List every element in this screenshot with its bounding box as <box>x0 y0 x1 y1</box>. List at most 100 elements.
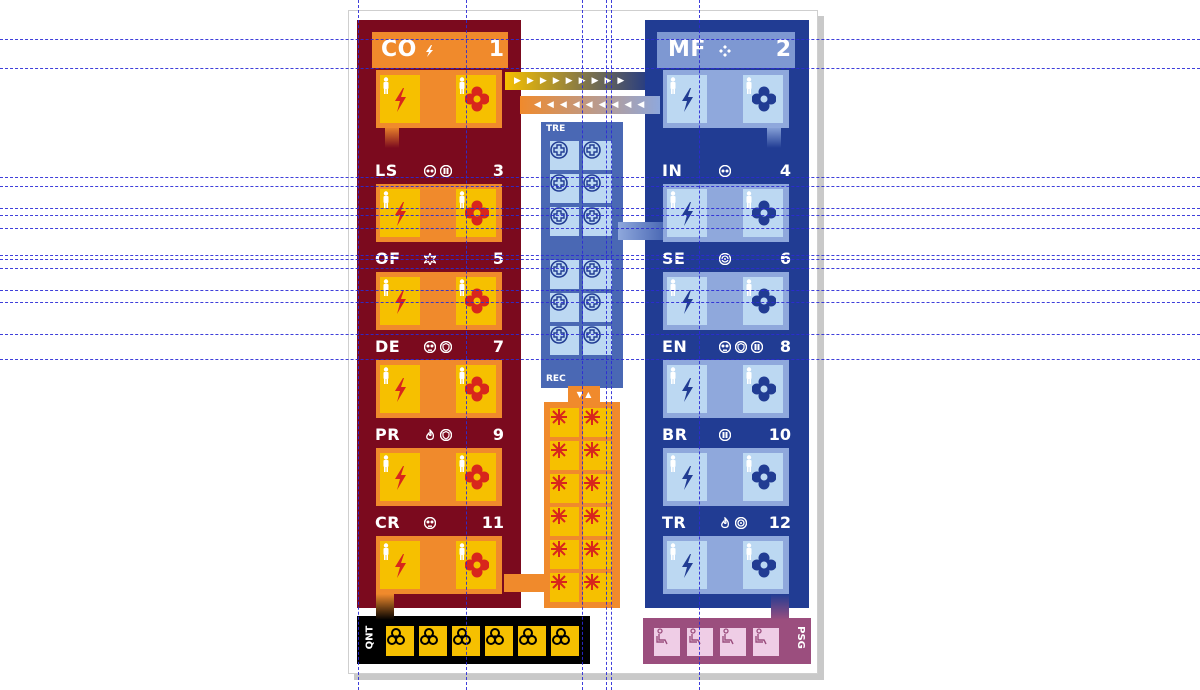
room-tr-body[interactable] <box>663 536 789 594</box>
room-of-number: 5 <box>492 249 504 268</box>
quarantine-label: QNT <box>364 625 376 650</box>
quarantine-slot[interactable] <box>518 626 546 656</box>
passenger-slot[interactable] <box>687 628 713 656</box>
shield-icon <box>440 341 452 353</box>
guide-line <box>0 259 1200 260</box>
passenger-slot[interactable] <box>720 628 746 656</box>
room-pr-power-slot[interactable] <box>380 453 420 501</box>
treatment-slot[interactable] <box>550 326 579 355</box>
treatment-slot[interactable] <box>583 141 612 170</box>
guide-line <box>0 208 1200 209</box>
room-tr-power-slot[interactable] <box>667 541 707 589</box>
treatment-slot[interactable] <box>583 326 612 355</box>
room-in-body[interactable] <box>663 184 789 242</box>
room-de-power-slot[interactable] <box>380 365 420 413</box>
quarantine-slot[interactable] <box>485 626 513 656</box>
room-de-crew-slot[interactable] <box>456 365 496 413</box>
pill-icon <box>751 341 763 353</box>
room-co-crew-slot[interactable] <box>456 75 496 123</box>
recovery-slot[interactable] <box>583 408 612 437</box>
room-ls-crew-slot[interactable] <box>456 189 496 237</box>
recovery-slot[interactable] <box>583 474 612 503</box>
recovery-slot[interactable] <box>583 441 612 470</box>
room-pr-crew-slot[interactable] <box>456 453 496 501</box>
treatment-slot[interactable] <box>583 293 612 322</box>
room-se-body[interactable] <box>663 272 789 330</box>
mf-down-connector <box>767 126 781 148</box>
recovery-slot[interactable] <box>550 507 579 536</box>
room-en-code: EN <box>662 337 688 356</box>
cr-to-rec-connector <box>504 574 550 592</box>
room-cr-crew-slot[interactable] <box>456 541 496 589</box>
passenger-slot[interactable] <box>753 628 779 656</box>
treatment-slot[interactable] <box>583 174 612 203</box>
room-cr-bridge <box>420 556 456 566</box>
treatment-slot[interactable] <box>583 260 612 289</box>
room-de-body[interactable] <box>376 360 502 418</box>
room-in-power-slot[interactable] <box>667 189 707 237</box>
recovery-slot[interactable] <box>550 573 579 602</box>
room-ls-body[interactable] <box>376 184 502 242</box>
room-mf-power-slot[interactable] <box>667 75 707 123</box>
guide-line <box>0 68 1200 69</box>
treatment-slot[interactable] <box>550 141 579 170</box>
recovery-slot[interactable] <box>550 540 579 569</box>
passenger-label: PSG <box>794 626 806 649</box>
room-se-power-slot[interactable] <box>667 277 707 325</box>
room-ls-power-slot[interactable] <box>380 189 420 237</box>
person-icon <box>746 367 752 384</box>
room-of-power-slot[interactable] <box>380 277 420 325</box>
guide-line <box>0 177 1200 178</box>
room-co-power-slot[interactable] <box>380 75 420 123</box>
recovery-slot[interactable] <box>550 408 579 437</box>
guide-line <box>582 0 583 690</box>
pill-icon <box>440 165 452 177</box>
tr-to-psg-connector <box>771 594 789 620</box>
treatment-slot[interactable] <box>550 293 579 322</box>
room-cr-body[interactable] <box>376 536 502 594</box>
passenger-slot[interactable] <box>654 628 680 656</box>
room-en-crew-slot[interactable] <box>743 365 783 413</box>
snowflake-icon <box>584 442 600 458</box>
room-mf-body[interactable] <box>663 70 789 128</box>
room-br-bridge <box>707 468 743 478</box>
treatment-slot[interactable] <box>583 207 612 236</box>
room-of-body[interactable] <box>376 272 502 330</box>
cross-icon <box>583 260 601 278</box>
quarantine-slot[interactable] <box>386 626 414 656</box>
diamond-cluster-icon <box>719 45 731 57</box>
snowflake-icon <box>551 475 567 491</box>
room-en-power-slot[interactable] <box>667 365 707 413</box>
treatment-slot[interactable] <box>550 174 579 203</box>
recovery-slot[interactable] <box>583 573 612 602</box>
room-en-body[interactable] <box>663 360 789 418</box>
room-br-body[interactable] <box>663 448 789 506</box>
room-de-code: DE <box>375 337 401 356</box>
recovery-slot[interactable] <box>550 441 579 470</box>
snowflake-icon <box>584 409 600 425</box>
corridor-top <box>505 72 645 90</box>
recovery-slot[interactable] <box>583 507 612 536</box>
room-of-crew-slot[interactable] <box>456 277 496 325</box>
room-se-crew-slot[interactable] <box>743 277 783 325</box>
cross-icon <box>583 174 601 192</box>
room-tr-crew-slot[interactable] <box>743 541 783 589</box>
room-in-crew-slot[interactable] <box>743 189 783 237</box>
room-co-body[interactable] <box>376 70 502 128</box>
room-br-crew-slot[interactable] <box>743 453 783 501</box>
room-tr-code: TR <box>662 513 687 532</box>
room-cr-power-slot[interactable] <box>380 541 420 589</box>
guide-line <box>0 215 1200 216</box>
treatment-slot[interactable] <box>550 260 579 289</box>
recovery-slot[interactable] <box>550 474 579 503</box>
person-icon <box>383 279 389 296</box>
quarantine-slot[interactable] <box>551 626 579 656</box>
recovery-slot[interactable] <box>583 540 612 569</box>
room-mf-crew-slot[interactable] <box>743 75 783 123</box>
room-pr-body[interactable] <box>376 448 502 506</box>
room-br-power-slot[interactable] <box>667 453 707 501</box>
quarantine-slot[interactable] <box>419 626 447 656</box>
room-ls-number: 3 <box>492 161 504 180</box>
room-se-bridge <box>707 292 743 302</box>
treatment-slot[interactable] <box>550 207 579 236</box>
